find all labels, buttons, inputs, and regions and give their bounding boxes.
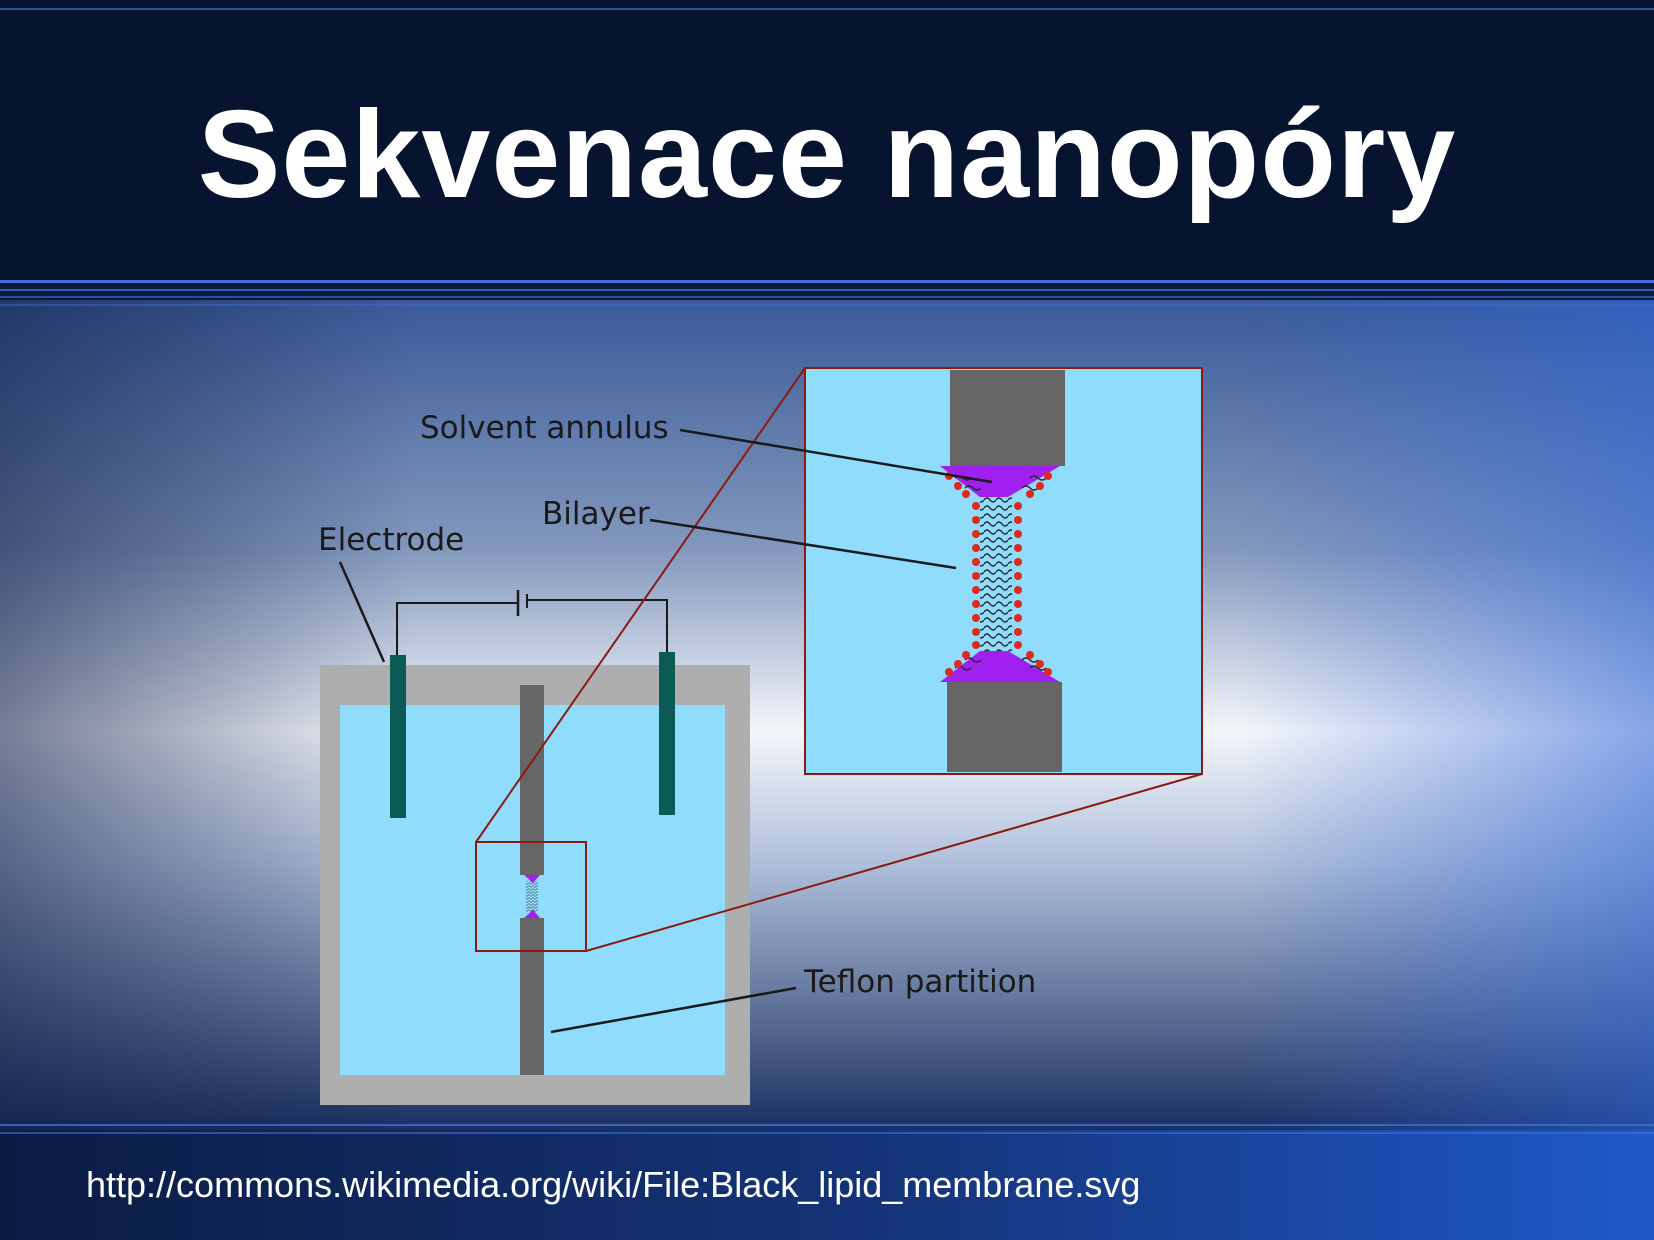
slide-title: Sekvenace nanopóry (197, 86, 1457, 224)
container-walls (320, 665, 750, 1105)
source-link[interactable]: http://commons.wikimedia.org/wiki/File:B… (86, 1164, 1141, 1205)
label-solvent-annulus: Solvent annulus (420, 410, 669, 446)
zoom-indicator (475, 367, 1203, 952)
label-teflon-partition: Teflon partition (803, 964, 1036, 1000)
leader-lines (338, 428, 993, 1034)
label-electrode: Electrode (318, 522, 464, 558)
zoom-panel (804, 367, 1203, 775)
teflon-partition (520, 685, 544, 1075)
circuit-wire (396, 590, 668, 655)
electrode-left (390, 655, 406, 818)
electrode-right (659, 652, 675, 815)
label-bilayer: Bilayer (542, 496, 650, 532)
